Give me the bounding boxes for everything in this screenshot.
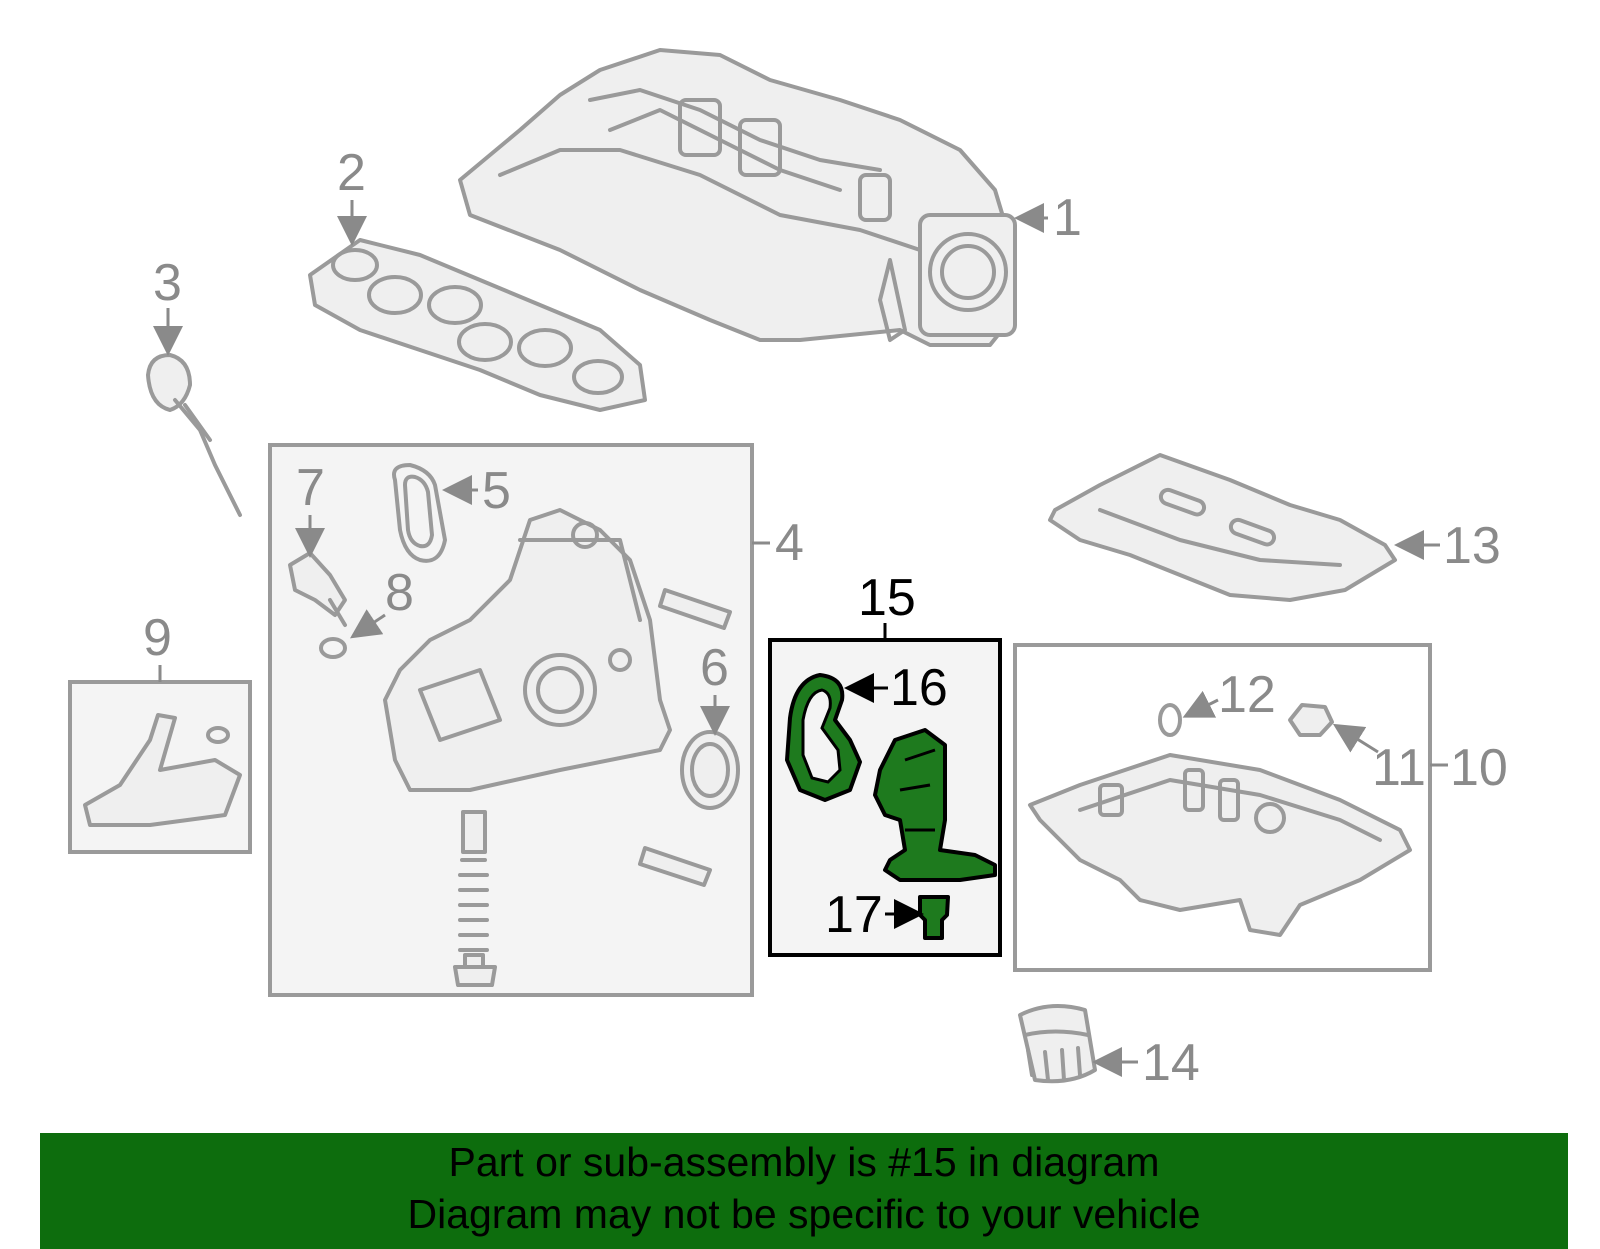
intake-manifold[interactable]: [458, 48, 1017, 347]
highlighted-oil-filter-housing[interactable]: [873, 728, 997, 882]
drain-plug[interactable]: [1288, 703, 1334, 737]
label-3: 3: [153, 254, 182, 312]
label-13: 13: [1443, 517, 1501, 575]
drain-washer[interactable]: [1158, 703, 1182, 737]
label-1: 1: [1053, 189, 1082, 247]
info-banner: Part or sub-assembly is #15 in diagram D…: [40, 1133, 1568, 1249]
label-9: 9: [143, 609, 172, 667]
oil-pump[interactable]: [383, 508, 672, 792]
label-7: 7: [296, 459, 325, 517]
oil-seal[interactable]: [680, 730, 740, 810]
intake-gasket[interactable]: [308, 238, 647, 412]
label-5: 5: [482, 462, 511, 520]
arrow-12: [1182, 690, 1219, 718]
label-14: 14: [1142, 1034, 1200, 1092]
label-6: 6: [700, 639, 729, 697]
pump-gasket[interactable]: [392, 463, 447, 563]
label-10: 10: [1450, 739, 1508, 797]
label-15: 15: [858, 569, 916, 627]
pump-studs[interactable]: [453, 588, 732, 987]
arrow-8: [350, 609, 386, 639]
label-8: 8: [385, 564, 414, 622]
label-12: 12: [1218, 666, 1276, 724]
highlighted-plug-17[interactable]: [918, 895, 950, 940]
oil-filter[interactable]: [1018, 1004, 1097, 1084]
oil-strainer[interactable]: [83, 713, 242, 827]
label-2: 2: [337, 144, 366, 202]
banner-line-1: Part or sub-assembly is #15 in diagram: [448, 1139, 1160, 1185]
dipstick[interactable]: [146, 353, 242, 517]
banner-line-2: Diagram may not be specific to your vehi…: [407, 1191, 1201, 1237]
arrow-11: [1332, 723, 1379, 754]
baffle-plate[interactable]: [1048, 453, 1397, 602]
highlighted-gasket-16[interactable]: [785, 673, 862, 802]
label-11: 11: [1372, 739, 1426, 797]
oil-pan[interactable]: [1028, 753, 1412, 937]
label-16: 16: [890, 659, 948, 717]
label-17: 17: [825, 886, 883, 944]
label-4: 4: [775, 514, 804, 572]
o-ring-8[interactable]: [319, 637, 347, 659]
